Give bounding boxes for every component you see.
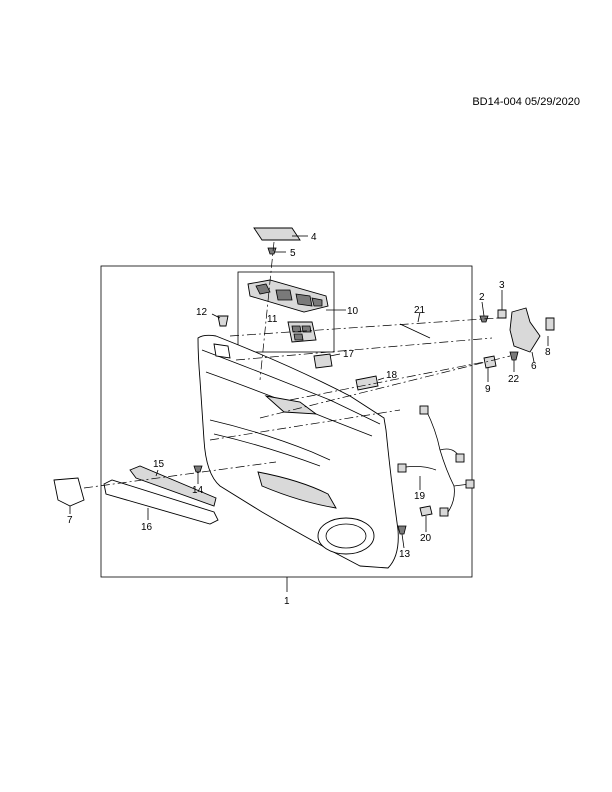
bracket-clip-9 [483, 355, 497, 369]
callout-21: 21 [414, 305, 426, 316]
mirror-corner-cover [53, 477, 85, 507]
handle-rod [399, 323, 431, 339]
trim-garnish-strip [129, 465, 217, 507]
leader-lines [69, 235, 549, 592]
callout-20: 20 [420, 533, 432, 544]
door-bracket [509, 307, 541, 353]
door-wiring-harness [397, 405, 475, 517]
trim-clip-lower [193, 465, 203, 473]
callout-7: 7 [67, 515, 73, 526]
mirror-switch [355, 375, 379, 391]
callout-10: 10 [347, 306, 359, 317]
callout-3: 3 [499, 280, 505, 291]
callout-19: 19 [414, 491, 426, 502]
callout-4: 4 [311, 232, 317, 243]
assembly-line [235, 337, 493, 361]
callout-9: 9 [485, 384, 491, 395]
callout-22: 22 [508, 374, 520, 385]
callout-8: 8 [545, 347, 551, 358]
assembly-line [83, 461, 277, 489]
door-trim-panel [197, 334, 399, 569]
switch-module [287, 321, 317, 343]
assembly-line [229, 317, 499, 337]
switch-inset-frame [237, 271, 335, 353]
bracket-clip-3 [497, 309, 507, 319]
assembly-line [259, 241, 275, 381]
callout-5: 5 [290, 248, 296, 259]
callout-15: 15 [153, 459, 165, 470]
callout-13: 13 [399, 549, 411, 560]
window-switch-assembly [247, 279, 329, 313]
callout-17: 17 [343, 349, 355, 360]
switch-bezel-cover [253, 227, 301, 241]
bracket-fastener-8 [545, 317, 555, 331]
assembly-frame [100, 265, 473, 578]
callout-12: 12 [196, 307, 208, 318]
callout-2: 2 [479, 292, 485, 303]
bracket-nut-22 [509, 351, 519, 361]
bracket-clip-2 [479, 315, 489, 323]
diagram-reference-id: BD14-004 05/29/2020 [472, 96, 580, 108]
assembly-line [209, 409, 401, 441]
trim-retainer [397, 525, 407, 535]
trim-clip-upper [217, 315, 229, 327]
bezel-screw [267, 247, 277, 255]
callout-16: 16 [141, 522, 153, 533]
lower-trim-molding [103, 479, 219, 525]
assembly-line [259, 355, 511, 419]
callout-14: 14 [192, 485, 204, 496]
assembly-line [289, 361, 485, 401]
callout-1: 1 [284, 596, 290, 607]
callout-6: 6 [531, 361, 537, 372]
lock-switch [313, 353, 333, 369]
callout-11: 11 [267, 314, 278, 325]
callout-18: 18 [386, 370, 398, 381]
